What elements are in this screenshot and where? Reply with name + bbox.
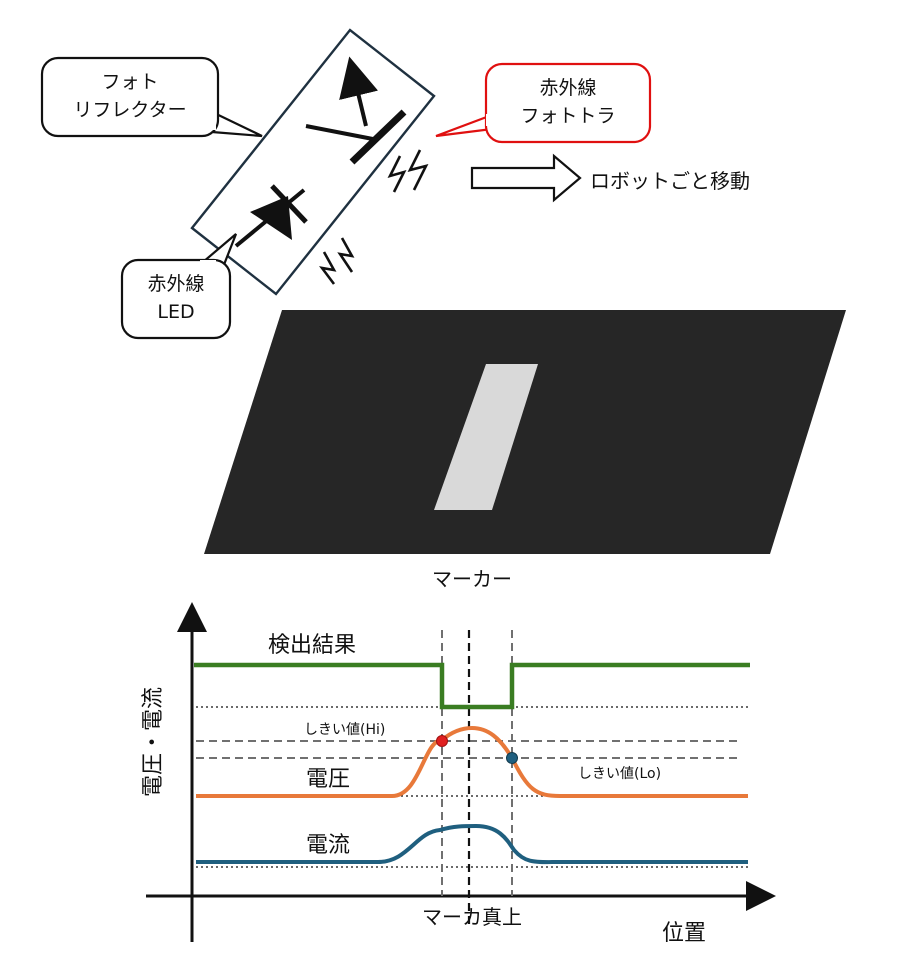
label-ir-led-2: LED — [157, 301, 194, 323]
photo-reflector-package — [190, 28, 436, 296]
callout-photo-reflector: フォト リフレクター — [40, 56, 263, 138]
label-ir-phototr-2: フォトトラ — [520, 105, 615, 127]
floor-surface — [204, 310, 846, 554]
diode-icon — [234, 184, 308, 248]
detect-series — [194, 662, 750, 710]
label-photo-reflector-1: フォト — [101, 71, 158, 93]
label-y-axis: 電圧・電流 — [141, 687, 166, 797]
lightning-icon — [387, 149, 429, 193]
label-detect: 検出結果 — [268, 633, 356, 658]
label-threshold-hi: しきい値(Hi) — [304, 722, 385, 738]
lo-threshold-point — [506, 752, 518, 764]
arrow-right-icon — [470, 153, 582, 203]
callout-ir-phototransistor: 赤外線 フォトトラ — [435, 62, 652, 144]
hi-threshold-point — [436, 735, 448, 747]
label-current: 電流 — [306, 833, 350, 858]
label-x-axis: 位置 — [662, 921, 706, 946]
marker-strip — [434, 364, 538, 510]
label-center: マーカ真上 — [422, 905, 522, 929]
label-marker: マーカー — [432, 567, 512, 591]
label-photo-reflector-2: リフレクター — [73, 99, 186, 121]
voltage-series — [196, 725, 748, 798]
current-series — [196, 823, 748, 865]
label-ir-phototr-1: 赤外線 — [539, 77, 596, 99]
lightning-icon — [319, 237, 355, 285]
label-voltage: 電圧 — [306, 767, 350, 792]
label-robot-move: ロボットごと移動 — [590, 169, 750, 193]
label-threshold-lo: しきい値(Lo) — [578, 766, 661, 782]
signal-graph: 検出結果 しきい値(Hi) しきい値(Lo) 電圧 電流 マーカ真上 位置 電圧… — [141, 602, 776, 946]
label-ir-led-1: 赤外線 — [147, 273, 204, 295]
phototransistor-icon — [305, 56, 407, 165]
callout-ir-led: 赤外線 LED — [120, 233, 238, 340]
